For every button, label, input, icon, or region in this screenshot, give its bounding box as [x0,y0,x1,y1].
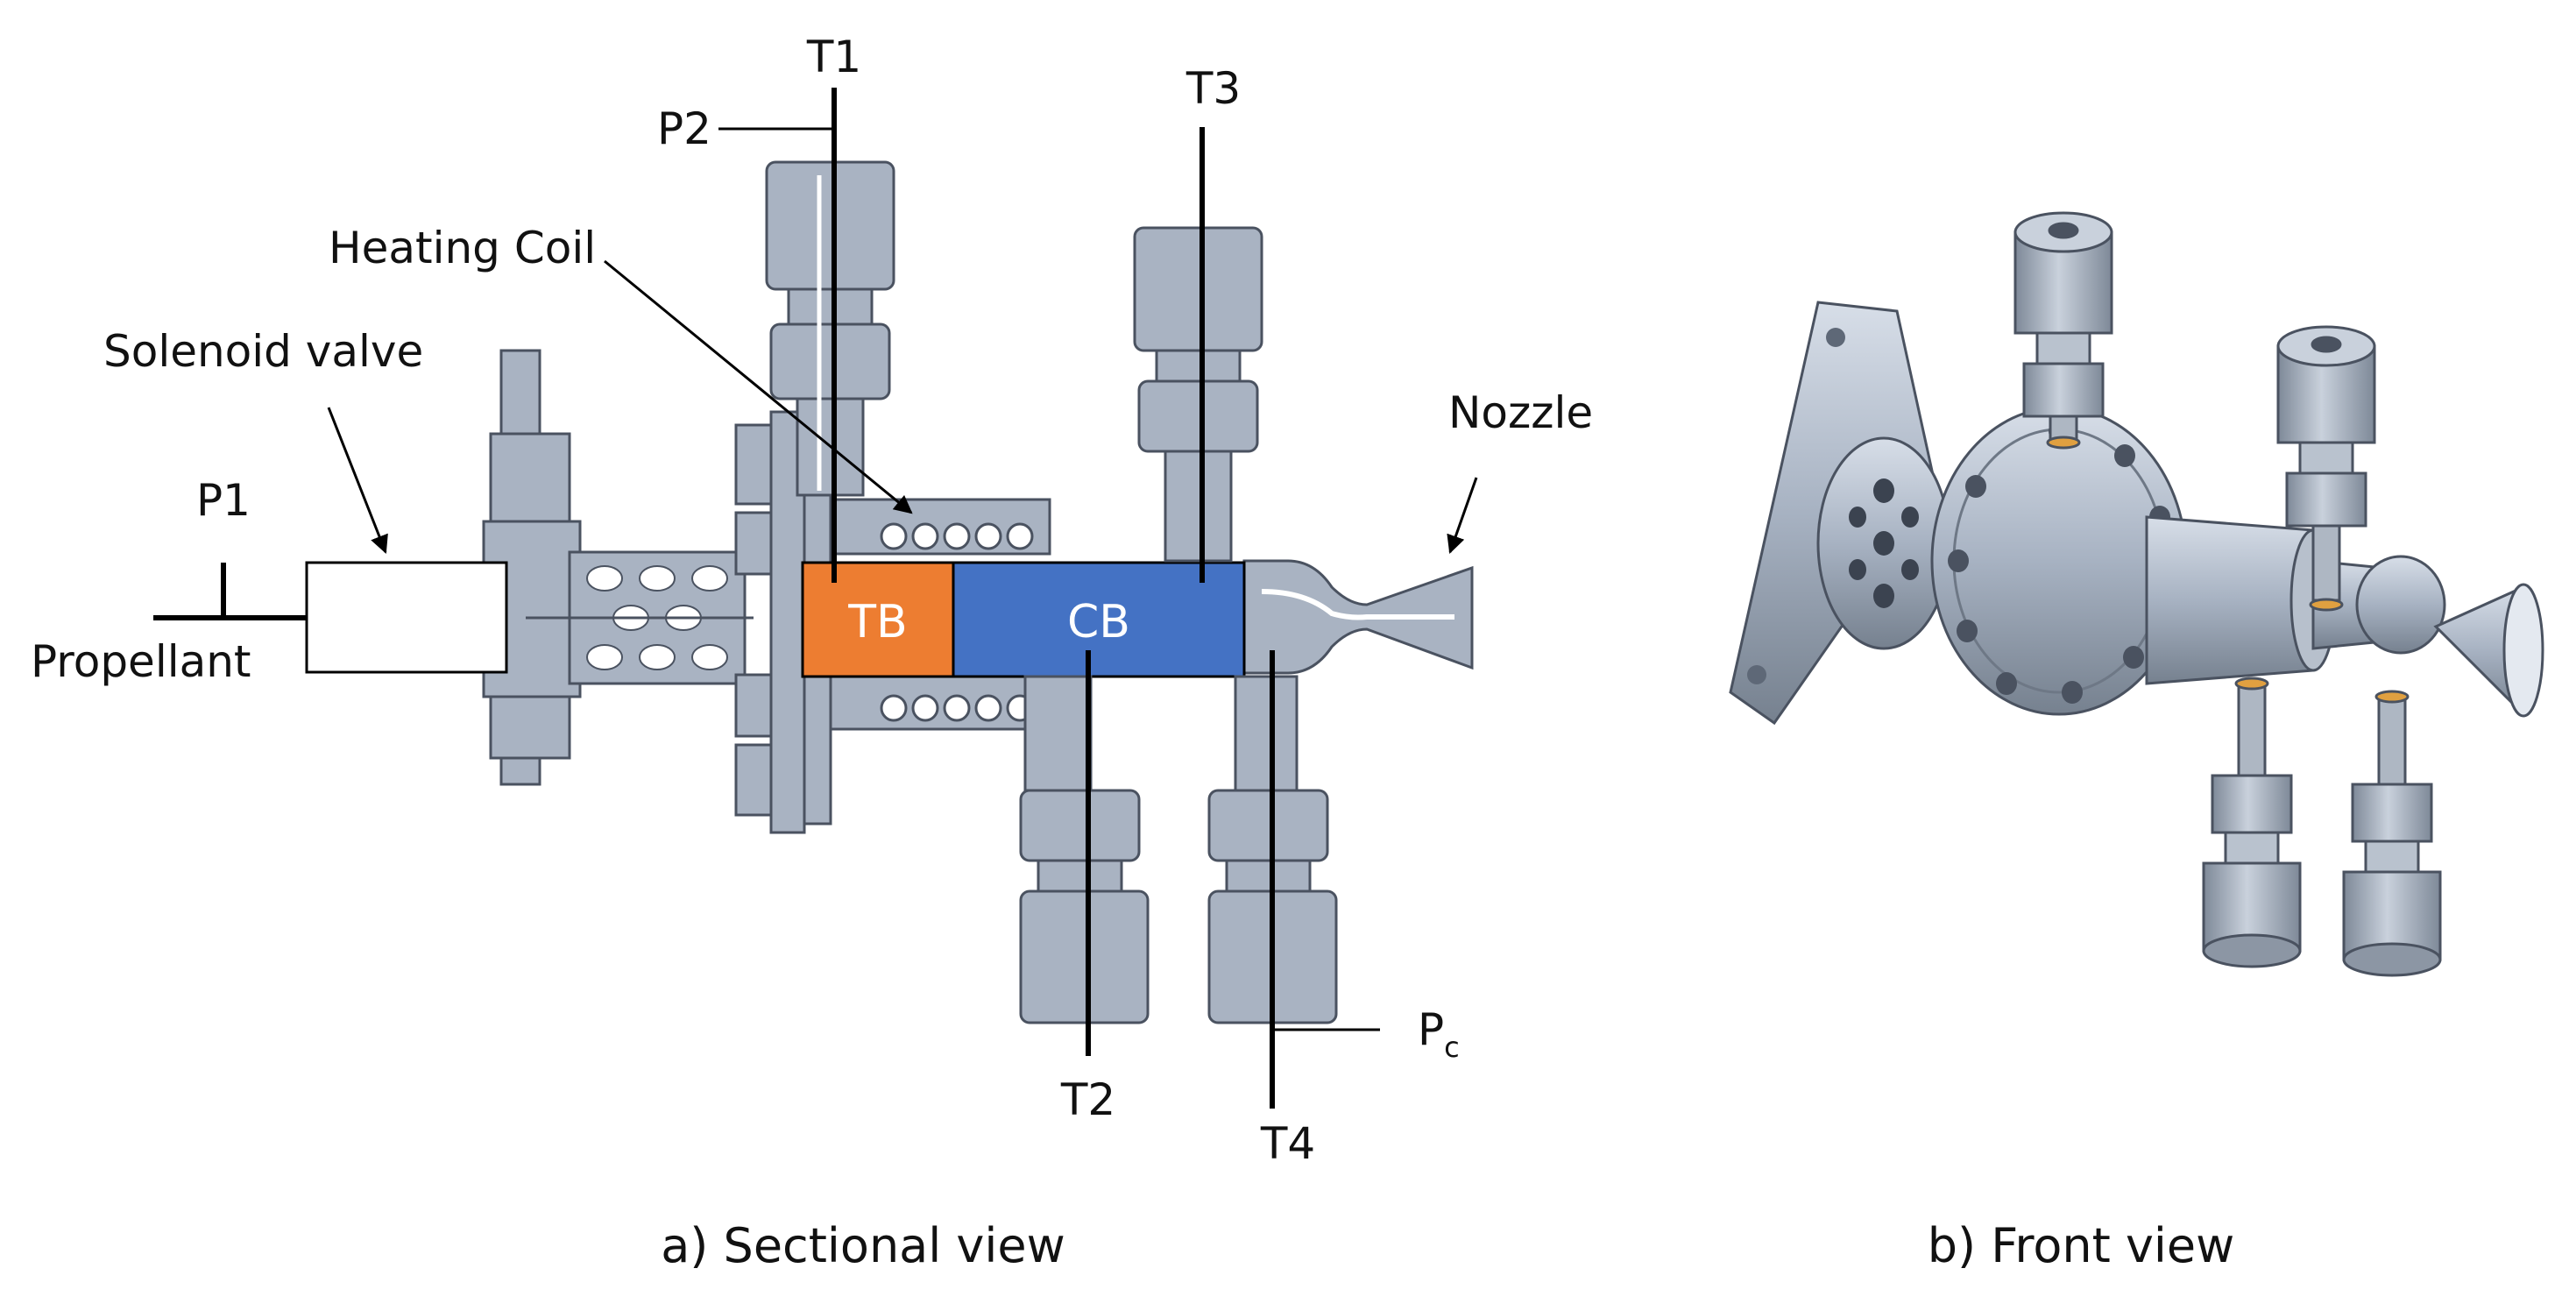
sectional-view: TB CB [31,32,1593,1273]
cb-label: CB [1067,596,1130,648]
inlet-flange [482,349,582,786]
solenoid-valve-box [305,561,508,674]
front-fitting-top-right [2276,325,2376,612]
nozzle-section [1242,559,1474,675]
heating-coil-label: Heating Coil [329,223,596,273]
catalyst-bed-block [952,561,1246,678]
fitting-t4 [1207,675,1338,1024]
fitting-t2 [1019,675,1150,1024]
pc-main: P [1418,1004,1444,1055]
t1-label: T1 [806,32,861,82]
propellant-label: Propellant [31,636,251,687]
front-view: b) Front view [1729,211,2544,1273]
fitting-t1 [765,160,895,497]
p2-label: P2 [657,103,711,154]
heater-housing [829,498,1051,731]
injector-cage [526,550,754,685]
fitting-t3 [1133,226,1263,563]
nozzle-label: Nozzle [1448,387,1593,438]
t2-label: T2 [1060,1074,1115,1125]
pc-subscript: c [1444,1031,1460,1064]
front-fitting-bottom-left [2202,677,2302,968]
sectional-caption: a) Sectional view [661,1218,1065,1273]
probe-lines [153,88,1275,1109]
t3-label: T3 [1185,63,1241,114]
tb-label: TB [847,596,907,648]
p1-label: P1 [196,475,251,526]
front-fitting-bottom-right [2342,690,2442,977]
front-fitting-top-left [2013,211,2113,450]
front-caption: b) Front view [1928,1218,2235,1273]
leader-lines [327,127,1478,1031]
t4-label: T4 [1260,1118,1315,1169]
solenoid-valve-label: Solenoid valve [103,326,423,377]
pc-label: Pc [1418,1004,1460,1064]
chamber-cylinder [2145,515,2315,685]
